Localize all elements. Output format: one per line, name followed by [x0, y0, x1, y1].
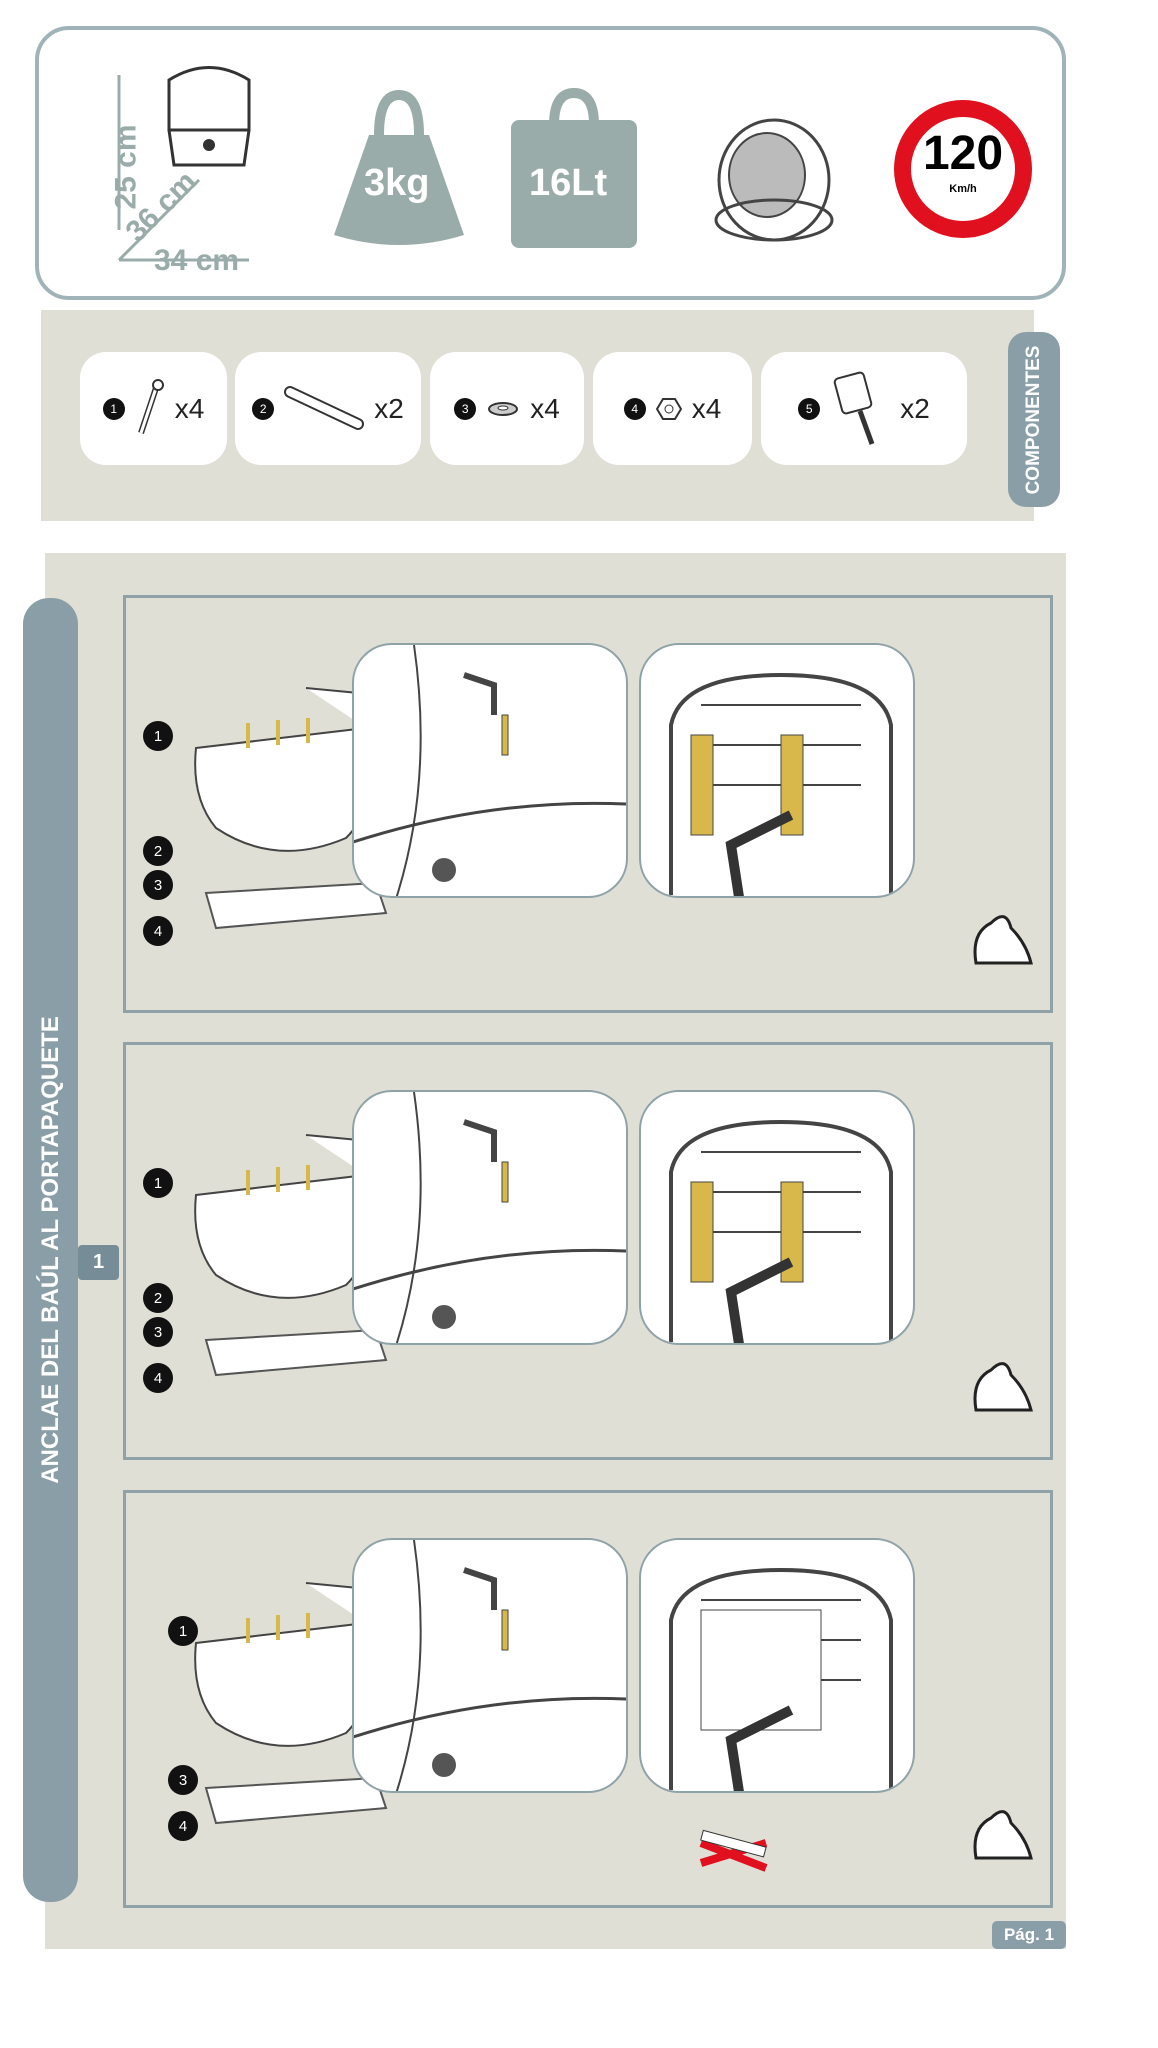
components-tab: COMPONENTES [1008, 332, 1060, 507]
section-number: 1 [78, 1245, 119, 1280]
helmet-fits-icon [714, 118, 834, 242]
callout-marker: 1 [168, 1616, 198, 1646]
component-number: 3 [454, 397, 477, 420]
detail-wrench-tighten [639, 1090, 915, 1345]
detail-wrench-tighten [639, 643, 915, 898]
component-card: 2 x2 [235, 352, 421, 465]
component-qty: x4 [530, 392, 560, 424]
weight-value: 3kg [364, 162, 430, 204]
key-icon [833, 371, 875, 445]
component-qty: x4 [174, 392, 205, 424]
nut-icon [655, 397, 682, 420]
callout-marker: 1 [143, 1168, 173, 1198]
page-number: Pág. 1 [992, 1921, 1066, 1949]
callout-marker: 2 [143, 1283, 173, 1313]
component-number: 4 [623, 397, 646, 420]
speed-limit-unit: Km/h [949, 183, 977, 195]
height-label: 25 cm [109, 124, 143, 210]
dimensions-icon [117, 66, 251, 262]
detail-bolt-insert [352, 1538, 628, 1793]
callout-marker: 1 [143, 721, 173, 751]
component-card: 1 x4 [80, 352, 227, 465]
strength-arm-icon [973, 915, 1033, 965]
section-title: ANCLAE DEL BAÚL AL PORTAPAQUETE [36, 1016, 64, 1484]
component-card: 4 x4 [593, 352, 752, 465]
components-panel: 1 x4 2 x2 3 x4 4 x4 5 x2 [41, 310, 1034, 521]
speed-limit-sign: 120 Km/h [894, 100, 1032, 238]
callout-marker: 4 [143, 916, 173, 946]
step-panel: 1 3 4 [123, 1490, 1053, 1908]
plate-icon [284, 385, 365, 430]
component-qty: x2 [374, 392, 404, 424]
callout-marker: 3 [143, 1317, 173, 1347]
detail-bolt-insert [352, 643, 628, 898]
component-number: 2 [252, 397, 275, 420]
component-number: 5 [798, 397, 821, 420]
step-panel: 1 2 3 4 [123, 595, 1053, 1013]
weight-icon [334, 90, 464, 245]
section-tab: ANCLAE DEL BAÚL AL PORTAPAQUETE [23, 598, 78, 1902]
detail-wrench-tighten [639, 1538, 915, 1793]
volume-icon [511, 87, 637, 248]
component-number: 1 [102, 397, 125, 420]
speed-limit-value: 120 [922, 127, 1004, 180]
strength-arm-icon [973, 1810, 1033, 1860]
specs-panel: 25 cm 36 cm 34 cm 3kg 16Lt 120 Km/h [35, 26, 1066, 300]
component-qty: x4 [691, 392, 722, 424]
step-panel: 1 2 3 4 [123, 1042, 1053, 1460]
components-title: COMPONENTES [1023, 345, 1044, 494]
detail-bolt-insert [352, 1090, 628, 1345]
volume-value: 16Lt [529, 162, 608, 204]
washer-icon [488, 401, 519, 416]
callout-marker: 4 [168, 1811, 198, 1841]
component-card: 3 x4 [430, 352, 584, 465]
callout-marker: 3 [168, 1765, 198, 1795]
plates-not-used-icon [699, 1829, 768, 1872]
component-qty: x2 [900, 392, 930, 424]
strength-arm-icon [973, 1362, 1033, 1412]
callout-marker: 4 [143, 1363, 173, 1393]
component-card: 5 x2 [761, 352, 967, 465]
width-label: 34 cm [154, 244, 240, 277]
callout-marker: 3 [143, 870, 173, 900]
callout-marker: 2 [143, 836, 173, 866]
bolt-icon [137, 378, 164, 434]
